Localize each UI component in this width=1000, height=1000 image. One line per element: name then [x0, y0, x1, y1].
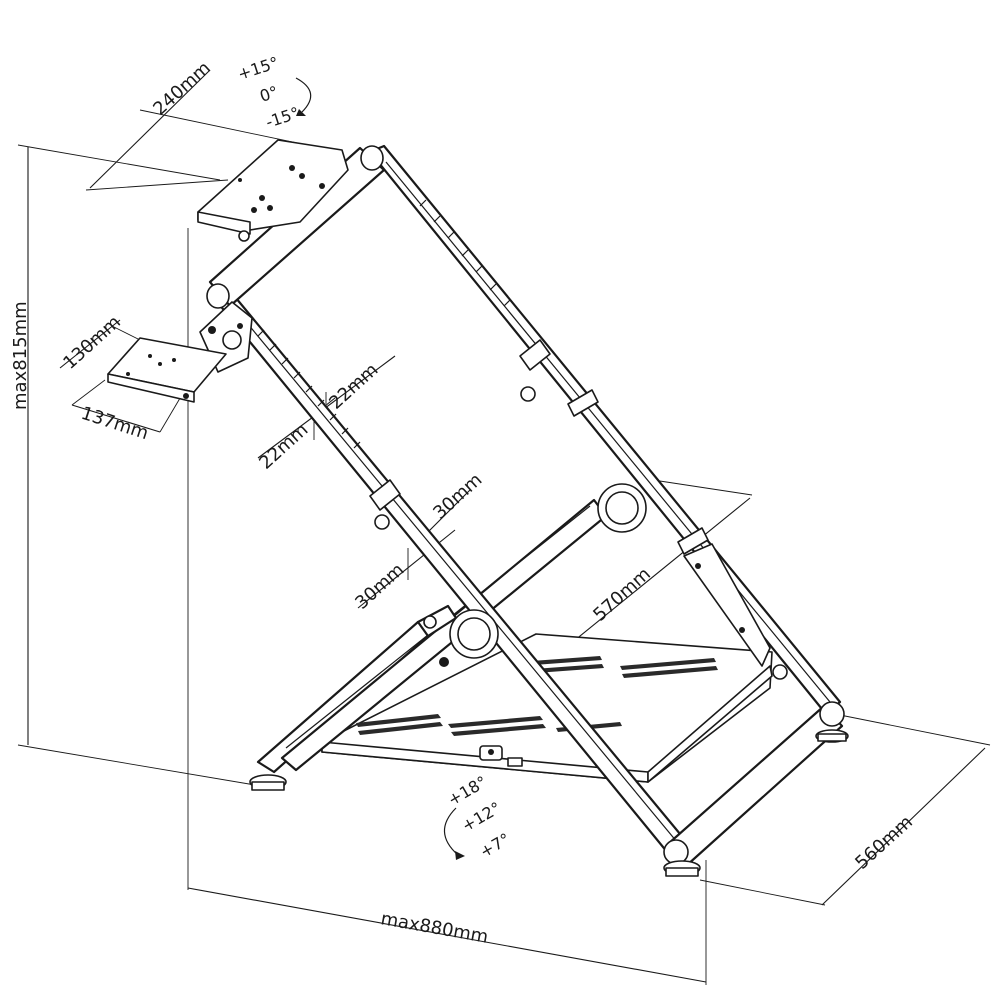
shifter-plate [107, 301, 253, 403]
tube-a-label: 22mm [255, 419, 312, 473]
base-width-label: 560mm [851, 812, 917, 874]
tilt-arc [443, 807, 459, 856]
depth-label: max880mm [379, 908, 490, 948]
tilt-12-label: +12° [459, 798, 505, 835]
angle-plus-label: +15° [235, 53, 281, 84]
height-label: max815mm [10, 301, 31, 410]
angle-minus-label: -15° [263, 103, 301, 132]
floor-tray [321, 633, 773, 783]
pivot-discs [423, 483, 647, 667]
tilt-7-label: +7° [477, 829, 514, 861]
tilt-arrow [455, 851, 465, 860]
plate-angle-arrow [296, 109, 306, 116]
feet [249, 729, 849, 877]
rear-leg-frame [256, 498, 608, 774]
tube-c-label: 30mm [351, 559, 408, 613]
shifter-dimensions [59, 319, 187, 433]
shifter-depth-label: 130mm [59, 312, 125, 374]
wheel-plate [197, 139, 349, 242]
base-width-dimension [699, 714, 991, 906]
tube-d-label: 30mm [429, 469, 486, 523]
angle-zero-label: 0° [257, 82, 280, 106]
frame-length-label: 570mm [589, 564, 655, 626]
plate-angle-arc [295, 77, 312, 113]
tilt-bracket [683, 543, 788, 680]
depth-dimension [187, 228, 707, 985]
tube-b-label: 22mm [325, 359, 382, 413]
shifter-width-label: 137mm [78, 403, 151, 444]
plate-width-label: 240mm [149, 58, 215, 120]
height-dimension [17, 144, 256, 786]
